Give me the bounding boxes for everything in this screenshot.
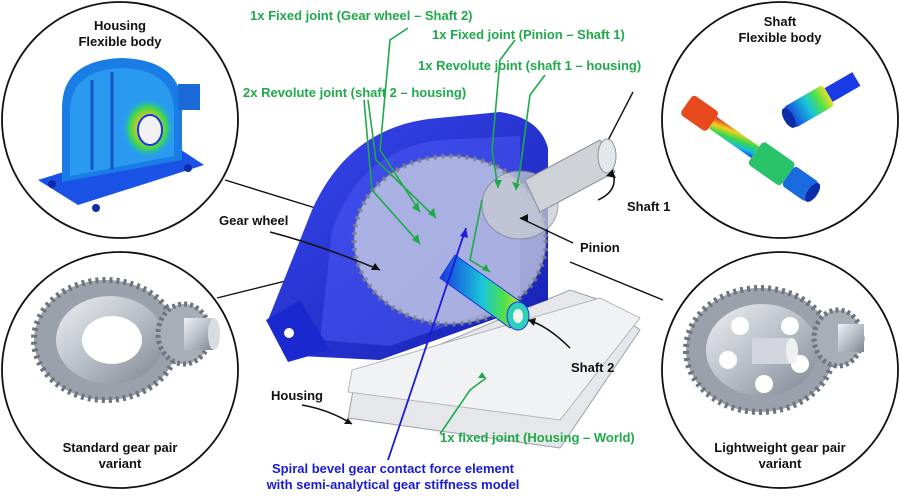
force-element-pointer (387, 227, 467, 461)
label-housing: Housing (271, 388, 323, 403)
bubble-standard-title: Standard gear pair (63, 440, 178, 455)
bubble-housing-title: Housing (94, 18, 146, 33)
fem-shaft-icon (681, 72, 861, 202)
shaft1-body (524, 139, 616, 213)
bubble-housing-subtitle: Flexible body (78, 34, 162, 49)
lightweight-gear-pair-icon (683, 285, 865, 415)
label-fixed-joint-pinion-shaft1: 1x Fixed joint (Pinion – Shaft 1) (432, 27, 625, 42)
bubble-shaft-flexible: Shaft Flexible body (661, 1, 899, 239)
joint-arrowheads (412, 180, 520, 378)
bubble-standard-subtitle: variant (99, 456, 142, 471)
label-pinion: Pinion (580, 240, 620, 255)
force-element-arrowhead (460, 228, 468, 238)
bubble-standard-gear-pair: Standard gear pair variant (1, 251, 239, 489)
label-shaft2: Shaft 2 (571, 360, 615, 375)
shaft2-body (439, 254, 526, 329)
label-force-element: Spiral bevel gear contact force element … (243, 461, 543, 493)
callout-line-lightweight-bubble (569, 261, 664, 301)
label-revolute-joint-shaft2: 2x Revolute joint (shaft 2 – housing) (243, 85, 467, 100)
bubble-shaft-subtitle: Flexible body (738, 30, 822, 45)
fem-housing-icon (38, 58, 204, 212)
bubble-housing-flexible: Housing Flexible body (1, 1, 239, 239)
label-revolute-joint-shaft1: 1x Revolute joint (shaft 1 – housing) (418, 58, 642, 73)
label-fixed-joint-housing-world: 1x fixed joint (Housing – World) (440, 430, 635, 445)
bubble-shaft-title: Shaft (764, 14, 797, 29)
bubble-lightweight-gear-pair: Lightweight gear pair variant (661, 251, 899, 489)
label-fixed-joint-gear-shaft2: 1x Fixed joint (Gear wheel – Shaft 2) (250, 8, 473, 23)
bubble-lightweight-title: Lightweight gear pair (714, 440, 845, 455)
callout-line-housing-bubble (224, 179, 323, 211)
gearbox-assembly (266, 112, 641, 449)
bubble-lightweight-subtitle: variant (759, 456, 802, 471)
force-element-line2: with semi-analytical gear stiffness mode… (266, 477, 520, 492)
force-element-line1: Spiral bevel gear contact force element (271, 461, 515, 476)
label-shaft1: Shaft 1 (627, 199, 671, 214)
label-gear-wheel: Gear wheel (219, 213, 289, 228)
bevel-gear-pair-icon (31, 277, 220, 403)
component-arrowheads (344, 170, 616, 424)
